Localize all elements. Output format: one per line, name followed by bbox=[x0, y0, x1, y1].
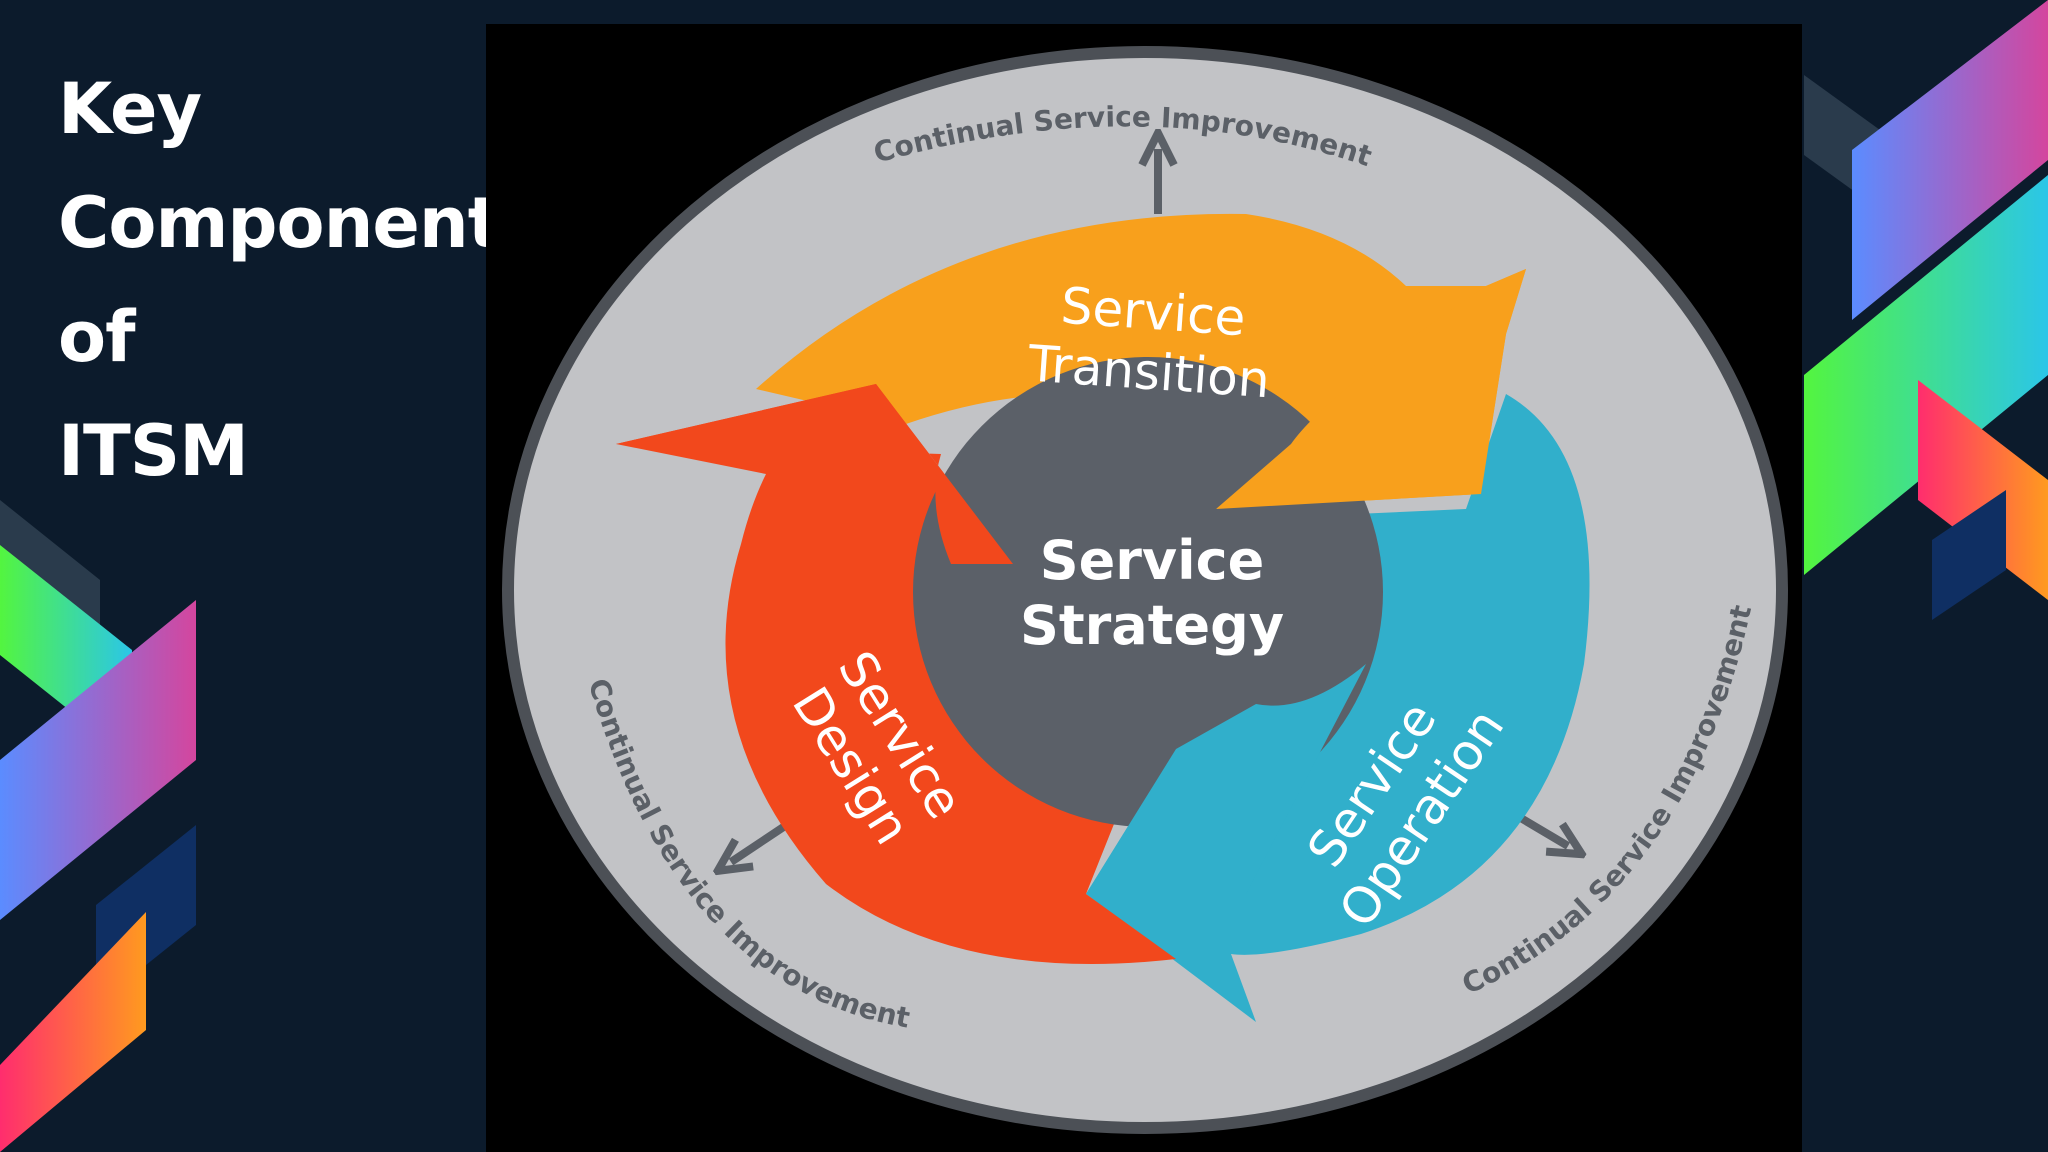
transition-arrow-tip bbox=[1216, 269, 1526, 509]
service-design-arrow bbox=[616, 384, 1176, 964]
title-line-3: of bbox=[58, 296, 136, 378]
left-blue-pink-chevron bbox=[0, 600, 196, 920]
right-pink-orange-chevron bbox=[1918, 380, 2048, 600]
right-green-chevron bbox=[1804, 175, 2048, 575]
design-arrow-tip bbox=[616, 384, 1013, 564]
core-label-line2: Strategy bbox=[1020, 594, 1284, 657]
csi-arrow-right bbox=[1511, 810, 1568, 846]
left-pink-orange-chevron bbox=[0, 912, 146, 1152]
operation-arrow-tip bbox=[1086, 664, 1366, 894]
title-line-4: ITSM bbox=[58, 410, 249, 492]
transition-label-line1: Service bbox=[1059, 277, 1247, 348]
right-navy-block bbox=[1932, 490, 2006, 620]
title-line-2: Component bbox=[58, 182, 501, 264]
csi-arrow-left bbox=[731, 820, 791, 862]
right-blue-pink-chevron bbox=[1852, 0, 2048, 320]
core-label-line1: Service bbox=[1040, 529, 1265, 592]
title-line-1: Key bbox=[58, 68, 202, 150]
itsm-lifecycle-diagram: Continual Service Improvement Continual … bbox=[486, 24, 1802, 1152]
slide-title: Key Component of ITSM bbox=[58, 52, 501, 508]
lifecycle-svg: Continual Service Improvement Continual … bbox=[502, 46, 1788, 1134]
